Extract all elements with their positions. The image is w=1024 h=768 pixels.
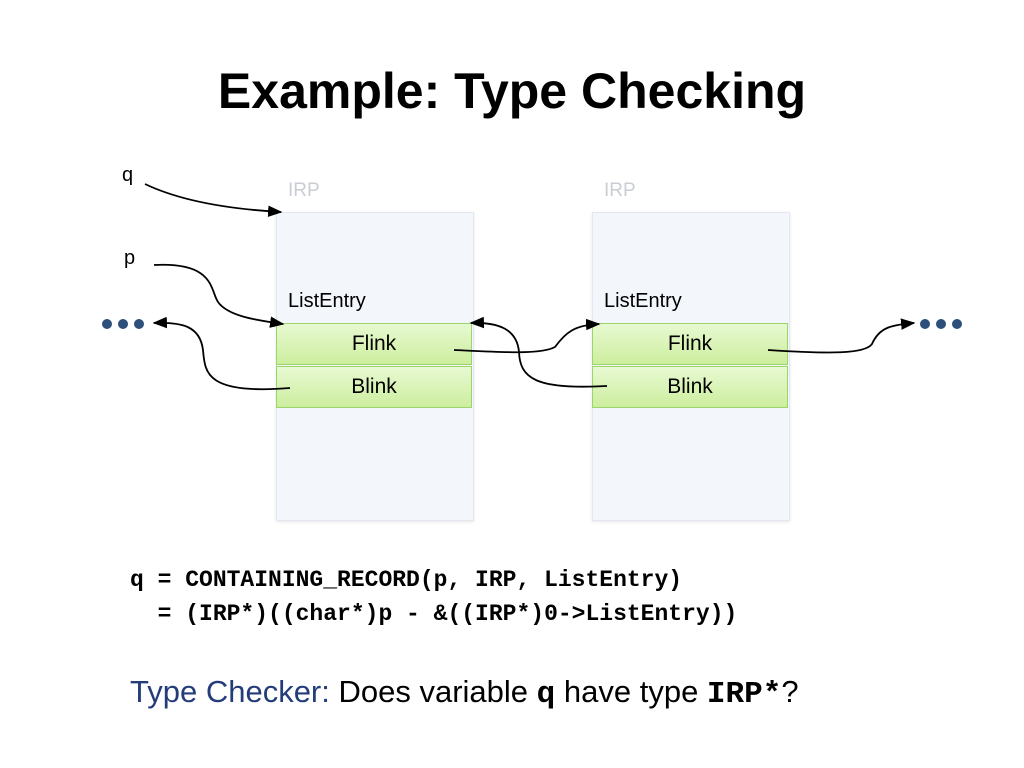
pointer-p-label: p bbox=[124, 247, 136, 269]
type-checker-question: Type Checker: Does variable q have type … bbox=[130, 674, 799, 712]
left-ellipsis-icon bbox=[102, 319, 144, 329]
flink-label-1: Flink bbox=[351, 332, 397, 355]
type-checker-prefix: Type Checker: bbox=[130, 674, 330, 709]
slide-title: Example: Type Checking bbox=[217, 63, 807, 119]
blink-field-1: Blink bbox=[276, 366, 472, 408]
blink-label-2: Blink bbox=[667, 375, 713, 398]
irp-type-label-1: IRP bbox=[288, 180, 320, 201]
flink-label-2: Flink bbox=[667, 332, 713, 355]
arrow-q-to-irp1 bbox=[144, 183, 283, 218]
arrow-blink2-to-node1 bbox=[469, 316, 608, 388]
arrow-blink1-to-left bbox=[152, 316, 291, 391]
flink-field-2: Flink bbox=[592, 323, 788, 365]
question-suffix: ? bbox=[781, 674, 799, 709]
flink-field-1: Flink bbox=[276, 323, 472, 365]
ellipsis-dot-icon bbox=[936, 319, 946, 329]
question-text-1: Does variable bbox=[329, 674, 537, 709]
code-line-2: = (IRP*)((char*)p - &((IRP*)0->ListEntry… bbox=[130, 601, 738, 627]
blink-label-1: Blink bbox=[351, 375, 397, 398]
ellipsis-dot-icon bbox=[952, 319, 962, 329]
ellipsis-dot-icon bbox=[102, 319, 112, 329]
ellipsis-dot-icon bbox=[118, 319, 128, 329]
question-type: IRP* bbox=[706, 677, 782, 712]
arrow-flink2-to-right bbox=[767, 318, 916, 354]
question-text-2: have type bbox=[555, 674, 707, 709]
right-ellipsis-icon bbox=[920, 319, 962, 329]
list-entry-label-2: ListEntry bbox=[604, 290, 682, 312]
arrow-p-to-listentry1 bbox=[153, 264, 285, 328]
ellipsis-dot-icon bbox=[134, 319, 144, 329]
code-line-1: q = CONTAINING_RECORD(p, IRP, ListEntry) bbox=[130, 567, 683, 593]
code-block: q = CONTAINING_RECORD(p, IRP, ListEntry)… bbox=[130, 563, 737, 631]
question-var: q bbox=[536, 677, 556, 712]
list-entry-label-1: ListEntry bbox=[288, 290, 366, 312]
pointer-q-label: q bbox=[122, 164, 134, 186]
arrow-flink1-to-node2 bbox=[453, 318, 601, 354]
ellipsis-dot-icon bbox=[920, 319, 930, 329]
blink-field-2: Blink bbox=[592, 366, 788, 408]
irp-type-label-2: IRP bbox=[604, 180, 636, 201]
